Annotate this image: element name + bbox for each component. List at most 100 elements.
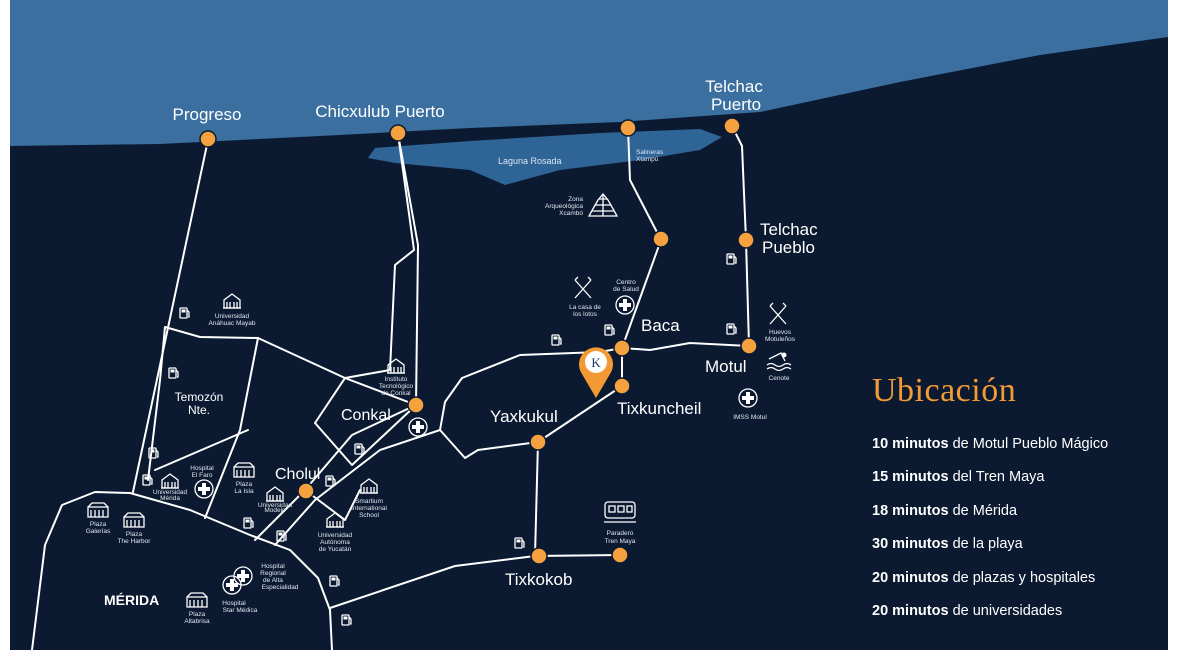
distance-destination: de Motul Pueblo Mágico [952,436,1109,452]
label-uady-3: de Yucatán [319,546,352,553]
road-chicxulub [314,133,416,466]
label-xcambo-2: Arqueológica [545,203,583,210]
node-cholul [297,482,315,500]
label-uni-merida-1: Universidad [153,489,188,496]
node-telchac-pueblo [737,231,755,249]
city-telchac-puerto-line2: Puerto [711,95,761,114]
frame-bottom [0,650,1179,655]
label-plaza-galerias-2: Galerías [86,528,111,535]
city-chicxulub: Chicxulub Puerto [315,102,444,121]
city-motul: Motul [705,357,747,376]
road-cholul-east [304,489,361,521]
road-chicxulub-conkal [397,133,419,406]
road-tixkokob-merida [329,555,536,609]
city-baca: Baca [641,316,680,335]
city-tixkuncheil: Tixkuncheil [617,399,701,418]
label-plaza-isla-1: Plaza [236,481,253,488]
distance-destination: de la playa [952,536,1023,553]
label-anahuac-1: Universidad [215,313,250,320]
label-plaza-galerias-1: Plaza [90,521,107,528]
road-conkal-cholul [254,404,417,541]
laguna-rosada-water [368,129,722,185]
label-plaza-harbor-2: The Harbor [118,538,152,545]
road-baca-motul [621,342,750,351]
fork-knife-icon [769,302,787,325]
label-uni-merida-2: Mérida [160,495,180,502]
road-conkal-merida [274,429,441,546]
label-huevos-2: Motuleños [765,336,796,343]
place-labels: Laguna Rosada Salineras Xtampú Zona Arqu… [86,149,796,625]
label-smartium-1: Smartium [355,498,383,505]
node-conkal [407,396,425,414]
distance-time: 20 minutos [872,602,949,619]
swimmer-icon [766,352,792,372]
label-anahuac-2: Anáhuac Mayab [209,320,256,327]
label-uady-1: Universidad [318,532,353,539]
label-hosp-regional-3: de Alta [263,577,283,584]
city-temozon-line2: Nte. [188,403,210,417]
road-temozon [147,326,417,481]
distance-time: 10 minutos [872,436,949,452]
label-hosp-star-1: Hospital [222,600,246,607]
node-progreso [199,130,217,148]
gulf-of-mexico [10,0,1168,146]
label-tec-conkal-3: de Conkal [381,390,411,397]
distance-item: 10 minutos de Motul Pueblo Mágico [872,428,1172,461]
label-paradero-1: Paradero [607,530,634,537]
label-xcambo-3: Xcambó [559,210,583,217]
road-yaxkukul-baca [439,127,662,459]
label-laguna-rosada: Laguna Rosada [498,156,562,166]
label-centro-salud-2: de Salud [613,286,639,293]
node-chicxulub [389,124,407,142]
label-hosp-regional-1: Hospital [261,563,285,570]
label-hosp-regional-2: Regional [260,570,286,577]
city-yaxkukul: Yaxkukul [490,407,558,426]
fork-knife-icon [574,276,592,299]
frame-left [0,0,10,655]
node-paradero [611,546,629,564]
town-nodes [199,117,758,565]
distance-item: 30 minutos de la playa [872,528,1172,561]
distance-destination: de universidades [952,602,1063,619]
merida-ring [31,491,333,651]
label-paradero-2: Tren Maya [605,538,636,545]
label-casa-lotos-2: los lotos [573,311,598,318]
label-cenote: Cenote [769,375,790,382]
city-telchac-pueblo-line1: Telchac [760,220,818,239]
city-merida: MÉRIDA [104,592,159,608]
panel-title: Ubicación [872,372,1017,409]
city-conkal: Conkal [341,407,391,424]
distance-time: 30 minutos [872,536,949,553]
node-salineras [619,119,637,137]
city-telchac-puerto-line1: Telchac [705,77,763,96]
label-centro-salud-1: Centro [616,279,636,286]
distance-time: 18 minutos [872,502,949,519]
label-salineras-2: Xtampú [636,156,659,163]
node-tixkokob [530,547,548,565]
label-casa-lotos-1: La casa de [569,304,601,311]
city-cholul: Cholul [275,466,320,483]
city-telchac-pueblo-line2: Pueblo [762,238,815,257]
distance-destination: de Mérida [952,502,1018,519]
label-uni-modelo-1: Universidad [258,502,293,509]
label-uady-2: Autónoma [320,539,350,546]
label-hosp-regional-4: Especialidad [262,584,299,591]
road-temozon-south [204,337,259,519]
brand-logo-letter: K [591,355,601,370]
train-icon [604,501,636,523]
label-plaza-altabrisa-1: Plaza [189,611,206,618]
distance-destination: de plazas y hospitales [952,569,1096,586]
label-imss: IMSS Motul [733,414,767,421]
label-hosp-faro-2: El Faro [192,472,213,479]
label-smartium-3: School [359,512,379,519]
distance-time: 20 minutos [872,569,949,586]
label-hosp-star-2: Star Médica [223,607,258,614]
label-huevos-1: Huevos [769,329,792,336]
label-salineras-1: Salineras [636,149,664,156]
pyramid-icon [587,192,619,217]
city-progreso: Progreso [173,105,242,124]
label-xcambo-1: Zona [568,196,583,203]
distance-item: 20 minutos de plazas y hospitales [872,562,1172,595]
distance-item: 15 minutos del Tren Maya [872,461,1172,494]
